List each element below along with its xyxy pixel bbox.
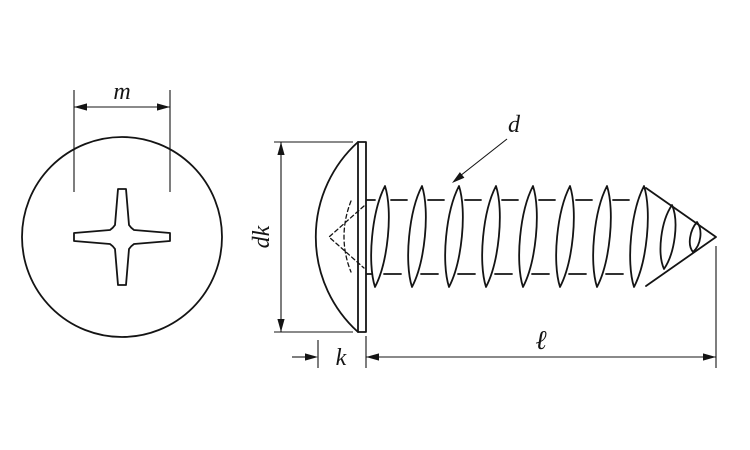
dimension-k: k	[292, 340, 347, 371]
dimension-label-length: ℓ	[535, 325, 547, 355]
extension-lines-dk	[274, 141, 353, 333]
arrowhead-up	[277, 142, 285, 155]
side-view	[314, 141, 717, 333]
dimension-dk: dk	[249, 141, 353, 333]
arrowhead-down	[277, 319, 285, 332]
hidden-recess-vee	[328, 205, 365, 269]
head-dome-outline	[314, 141, 359, 333]
leader-d: d	[452, 112, 521, 183]
arrowhead-left	[74, 103, 87, 111]
arrowhead-leader	[452, 172, 465, 183]
dimension-label-k: k	[336, 345, 347, 371]
dimension-label-dk: dk	[249, 225, 275, 248]
front-view	[21, 136, 223, 338]
phillips-recess-cross	[73, 188, 171, 286]
dimension-label-d: d	[508, 112, 521, 138]
thread-crests	[370, 185, 649, 288]
arrowhead-right	[157, 103, 170, 111]
arrowhead-length-right	[703, 353, 716, 361]
arrowhead-k	[305, 353, 318, 361]
leader-line-d	[459, 138, 508, 177]
dimension-m: m	[73, 79, 171, 192]
point-cone-outline	[645, 187, 717, 287]
extension-lines-m	[73, 90, 171, 192]
dimension-label-m: m	[113, 79, 130, 105]
head-outline-circle	[21, 136, 223, 338]
arrowhead-length-left	[366, 353, 379, 361]
point-thread-crests	[659, 204, 702, 270]
hidden-recess-arc	[343, 200, 352, 273]
head-bearing-face	[357, 141, 367, 333]
dimension-length: ℓ	[365, 246, 717, 368]
